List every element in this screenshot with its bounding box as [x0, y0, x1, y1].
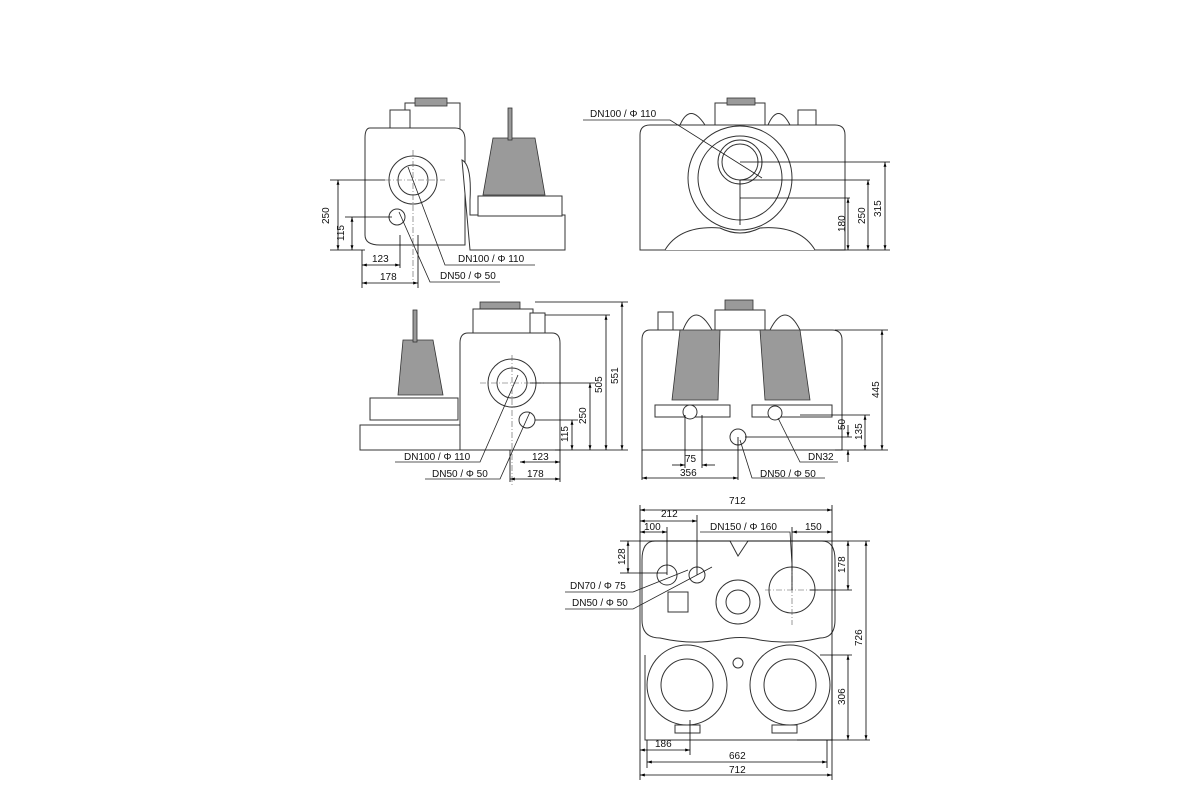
- callout-dn50: DN50 / Φ 50: [760, 469, 816, 480]
- side-view-right: 551 505 250 115 123 178 DN100 / Φ 110 DN…: [359, 301, 628, 485]
- dim-212: 212: [661, 509, 678, 520]
- pump-left: [671, 329, 721, 401]
- cover-cap: [714, 309, 766, 331]
- dim-100: 100: [644, 522, 661, 533]
- dim-150: 150: [805, 522, 822, 533]
- rear-view: 445 135 50 75 356 DN32 DN50 / Φ 50: [641, 299, 888, 480]
- callout-dn32: DN32: [808, 452, 834, 463]
- dim-250: 250: [321, 207, 332, 224]
- side-view-left: 250 115 123 178 DN100 / Φ 110 DN50 / Φ 5…: [321, 97, 566, 288]
- dim-726: 726: [854, 629, 865, 646]
- dim-178: 178: [380, 272, 397, 283]
- callout-dn70: DN70 / Φ 75: [570, 581, 626, 592]
- pump-motor: [482, 137, 546, 196]
- dim-128: 128: [617, 548, 628, 565]
- dim-356: 356: [680, 468, 697, 479]
- callout-dn50: DN50 / Φ 50: [432, 469, 488, 480]
- dim-250: 250: [857, 207, 868, 224]
- plan-view: 712 212 100 150 DN150 / Φ 160 128 178 72…: [565, 496, 870, 780]
- dim-662: 662: [729, 751, 746, 762]
- dim-123: 123: [532, 452, 549, 463]
- dim-551: 551: [610, 367, 621, 384]
- dim-75: 75: [685, 454, 697, 465]
- dim-712-top: 712: [729, 496, 746, 507]
- pump-motor: [397, 339, 444, 396]
- dim-123: 123: [372, 254, 389, 265]
- cover-cap: [472, 308, 534, 334]
- dim-135: 135: [854, 423, 865, 440]
- dim-178: 178: [837, 556, 848, 573]
- callout-dn150: DN150 / Φ 160: [710, 522, 777, 533]
- dim-315: 315: [873, 200, 884, 217]
- pump-right: [759, 329, 811, 401]
- dim-712-bottom: 712: [729, 765, 746, 776]
- callout-dn50: DN50 / Φ 50: [440, 271, 496, 282]
- dim-186: 186: [655, 739, 672, 750]
- callout-dn100: DN100 / Φ 110: [458, 254, 525, 265]
- dim-250: 250: [578, 407, 589, 424]
- cover-cap: [714, 102, 766, 126]
- cover-cap: [404, 102, 461, 131]
- callout-dn100: DN100 / Φ 110: [404, 452, 471, 463]
- front-view: 180 250 315 DN100 / Φ 110: [583, 97, 890, 251]
- dim-50: 50: [837, 418, 848, 430]
- dim-445: 445: [871, 381, 882, 398]
- callout-dn100: DN100 / Φ 110: [590, 109, 657, 120]
- dim-178: 178: [527, 469, 544, 480]
- dim-115: 115: [560, 426, 571, 442]
- callout-dn50: DN50 / Φ 50: [572, 598, 628, 609]
- dim-180: 180: [837, 215, 848, 232]
- dim-115: 115: [336, 225, 347, 241]
- inlet-dn50: [518, 411, 536, 429]
- dim-306: 306: [837, 688, 848, 705]
- dim-505: 505: [594, 376, 605, 393]
